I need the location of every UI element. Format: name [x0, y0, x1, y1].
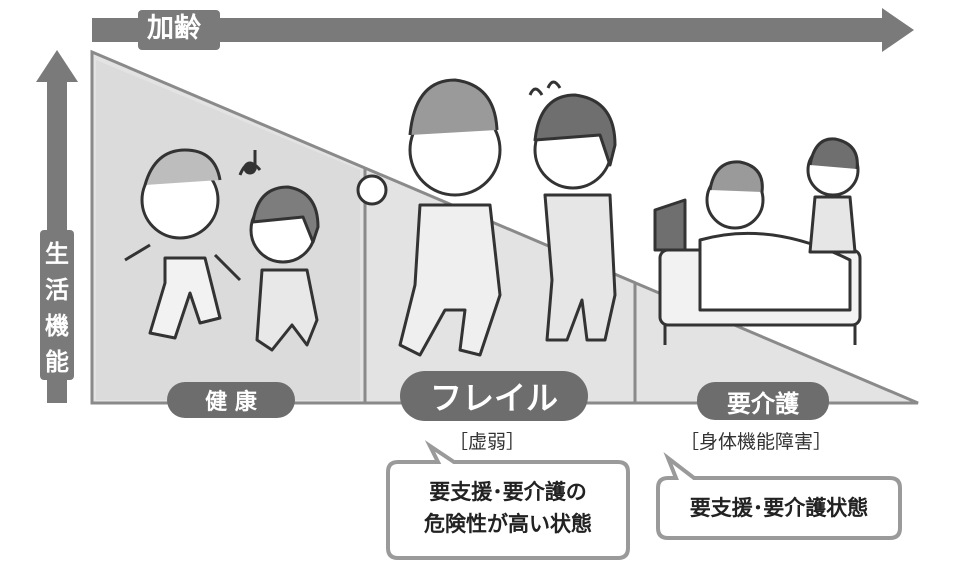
frailty-bubble-line: 危険性が高い状態	[424, 512, 592, 536]
stage-label-care: 要介護	[697, 382, 829, 420]
aging-label: 加齢	[147, 13, 201, 44]
function-arrow	[36, 50, 78, 403]
healthy-couple-illustration	[124, 148, 320, 352]
frail-couple-illustration	[356, 78, 617, 357]
care-illustration	[653, 137, 862, 345]
frailty-bubble-text: 要支援･要介護の 危険性が高い状態	[392, 476, 624, 540]
stage-label-frailty: フレイル	[400, 371, 588, 421]
function-label-char: 機	[45, 312, 69, 340]
stage-label-healthy: 健 康	[167, 382, 295, 418]
aging-arrow	[92, 8, 914, 52]
care-subtitle: ［身体機能障害］	[680, 431, 833, 453]
function-label-char: 能	[45, 348, 69, 376]
decline-triangle	[90, 49, 919, 405]
function-label: 生 活 機 能	[43, 236, 71, 380]
function-label-char: 活	[45, 276, 69, 304]
frailty-bubble-line: 要支援･要介護の	[429, 480, 587, 504]
frailty-bubble	[386, 440, 630, 560]
function-label-char: 生	[45, 240, 69, 268]
care-bubble	[656, 451, 902, 540]
frailty-subtitle: ［虚弱］	[449, 431, 526, 453]
care-bubble-text: 要支援･要介護状態	[689, 496, 869, 520]
